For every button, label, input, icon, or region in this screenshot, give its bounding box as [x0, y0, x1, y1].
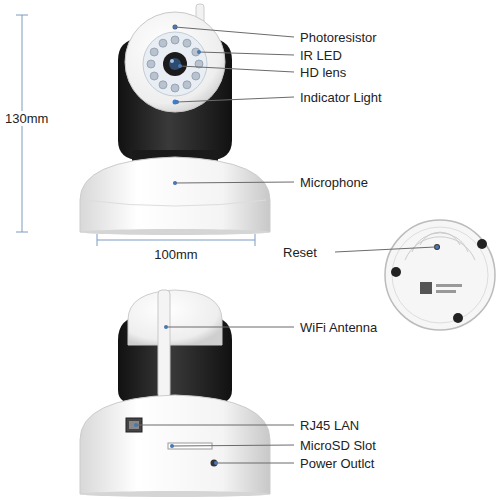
- part-label: WiFi Antenna: [300, 320, 377, 335]
- leader-lines: [134, 25, 439, 465]
- dimension-label: 100mm: [154, 247, 197, 262]
- part-label: MicroSD Slot: [300, 438, 376, 453]
- part-label: Microphone: [300, 175, 368, 190]
- camera-bottom: [385, 220, 495, 330]
- camera-back: [80, 290, 270, 497]
- part-label: Reset: [283, 245, 317, 260]
- part-label: Power Outlct: [300, 456, 374, 471]
- part-label: Photoresistor: [300, 30, 377, 45]
- part-label: HD lens: [300, 65, 346, 80]
- camera-front: [80, 4, 270, 235]
- part-label: Indicator Light: [300, 90, 382, 105]
- dimension-label: 130mm: [3, 111, 50, 126]
- part-label: IR LED: [300, 48, 342, 63]
- part-label: RJ45 LAN: [300, 418, 359, 433]
